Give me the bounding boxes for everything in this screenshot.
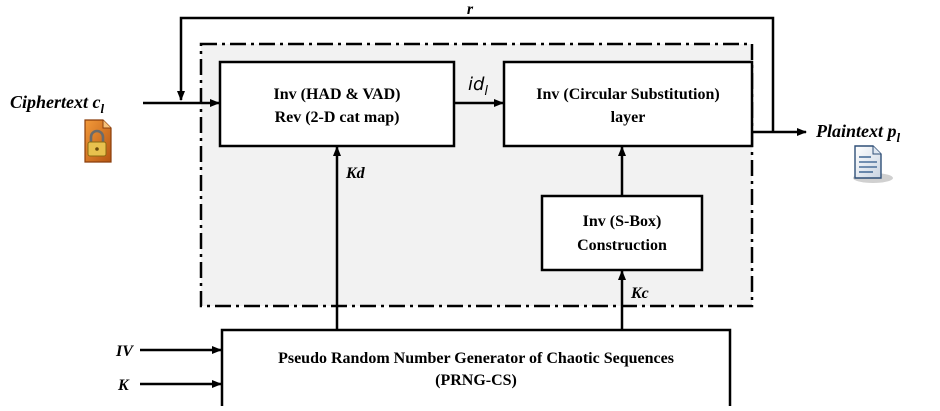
plaintext-label-base: Plaintext p — [815, 121, 897, 141]
block-inv-circular: Inv (Circular Substitution) layer — [502, 60, 754, 148]
block-inv-had-vad: Inv (HAD & VAD) Rev (2-D cat map) — [218, 60, 456, 148]
block-prng-line2: (PRNG-CS) — [435, 372, 517, 389]
block-inv-circular-line1: Inv (Circular Substitution) — [536, 86, 719, 103]
plaintext-label-sub: l — [897, 130, 901, 145]
ciphertext-label-base: Ciphertext c — [10, 92, 101, 112]
block-inv-had-vad-line2: Rev (2-D cat map) — [275, 109, 400, 126]
ciphertext-label-sub: l — [101, 101, 105, 116]
block-inv-sbox-line2: Construction — [577, 237, 667, 254]
block-inv-circular-line2: layer — [611, 109, 646, 126]
intermediate-label: idl — [468, 74, 488, 99]
block-inv-had-vad-line1: Inv (HAD & VAD) — [274, 86, 401, 103]
feedback-label-r: r — [467, 1, 474, 18]
block-prng-line1: Pseudo Random Number Generator of Chaoti… — [278, 350, 674, 367]
iv-label: IV — [115, 343, 134, 360]
block-prng: Pseudo Random Number Generator of Chaoti… — [220, 328, 732, 411]
kd-label: Kd — [345, 165, 366, 182]
intermediate-label-base: id — [468, 74, 485, 95]
feedback-line-r — [177, 16, 775, 132]
k-label: K — [117, 377, 130, 394]
intermediate-label-sub: l — [484, 84, 488, 99]
lock-icon — [84, 119, 112, 163]
ciphertext-label: Ciphertext cl — [10, 92, 105, 116]
kc-label: Kc — [630, 285, 649, 302]
block-inv-sbox: Inv (S-Box) Construction — [540, 194, 704, 272]
block-inv-sbox-line1: Inv (S-Box) — [583, 213, 662, 230]
document-icon — [853, 145, 893, 183]
plaintext-label: Plaintext pl — [815, 121, 901, 145]
